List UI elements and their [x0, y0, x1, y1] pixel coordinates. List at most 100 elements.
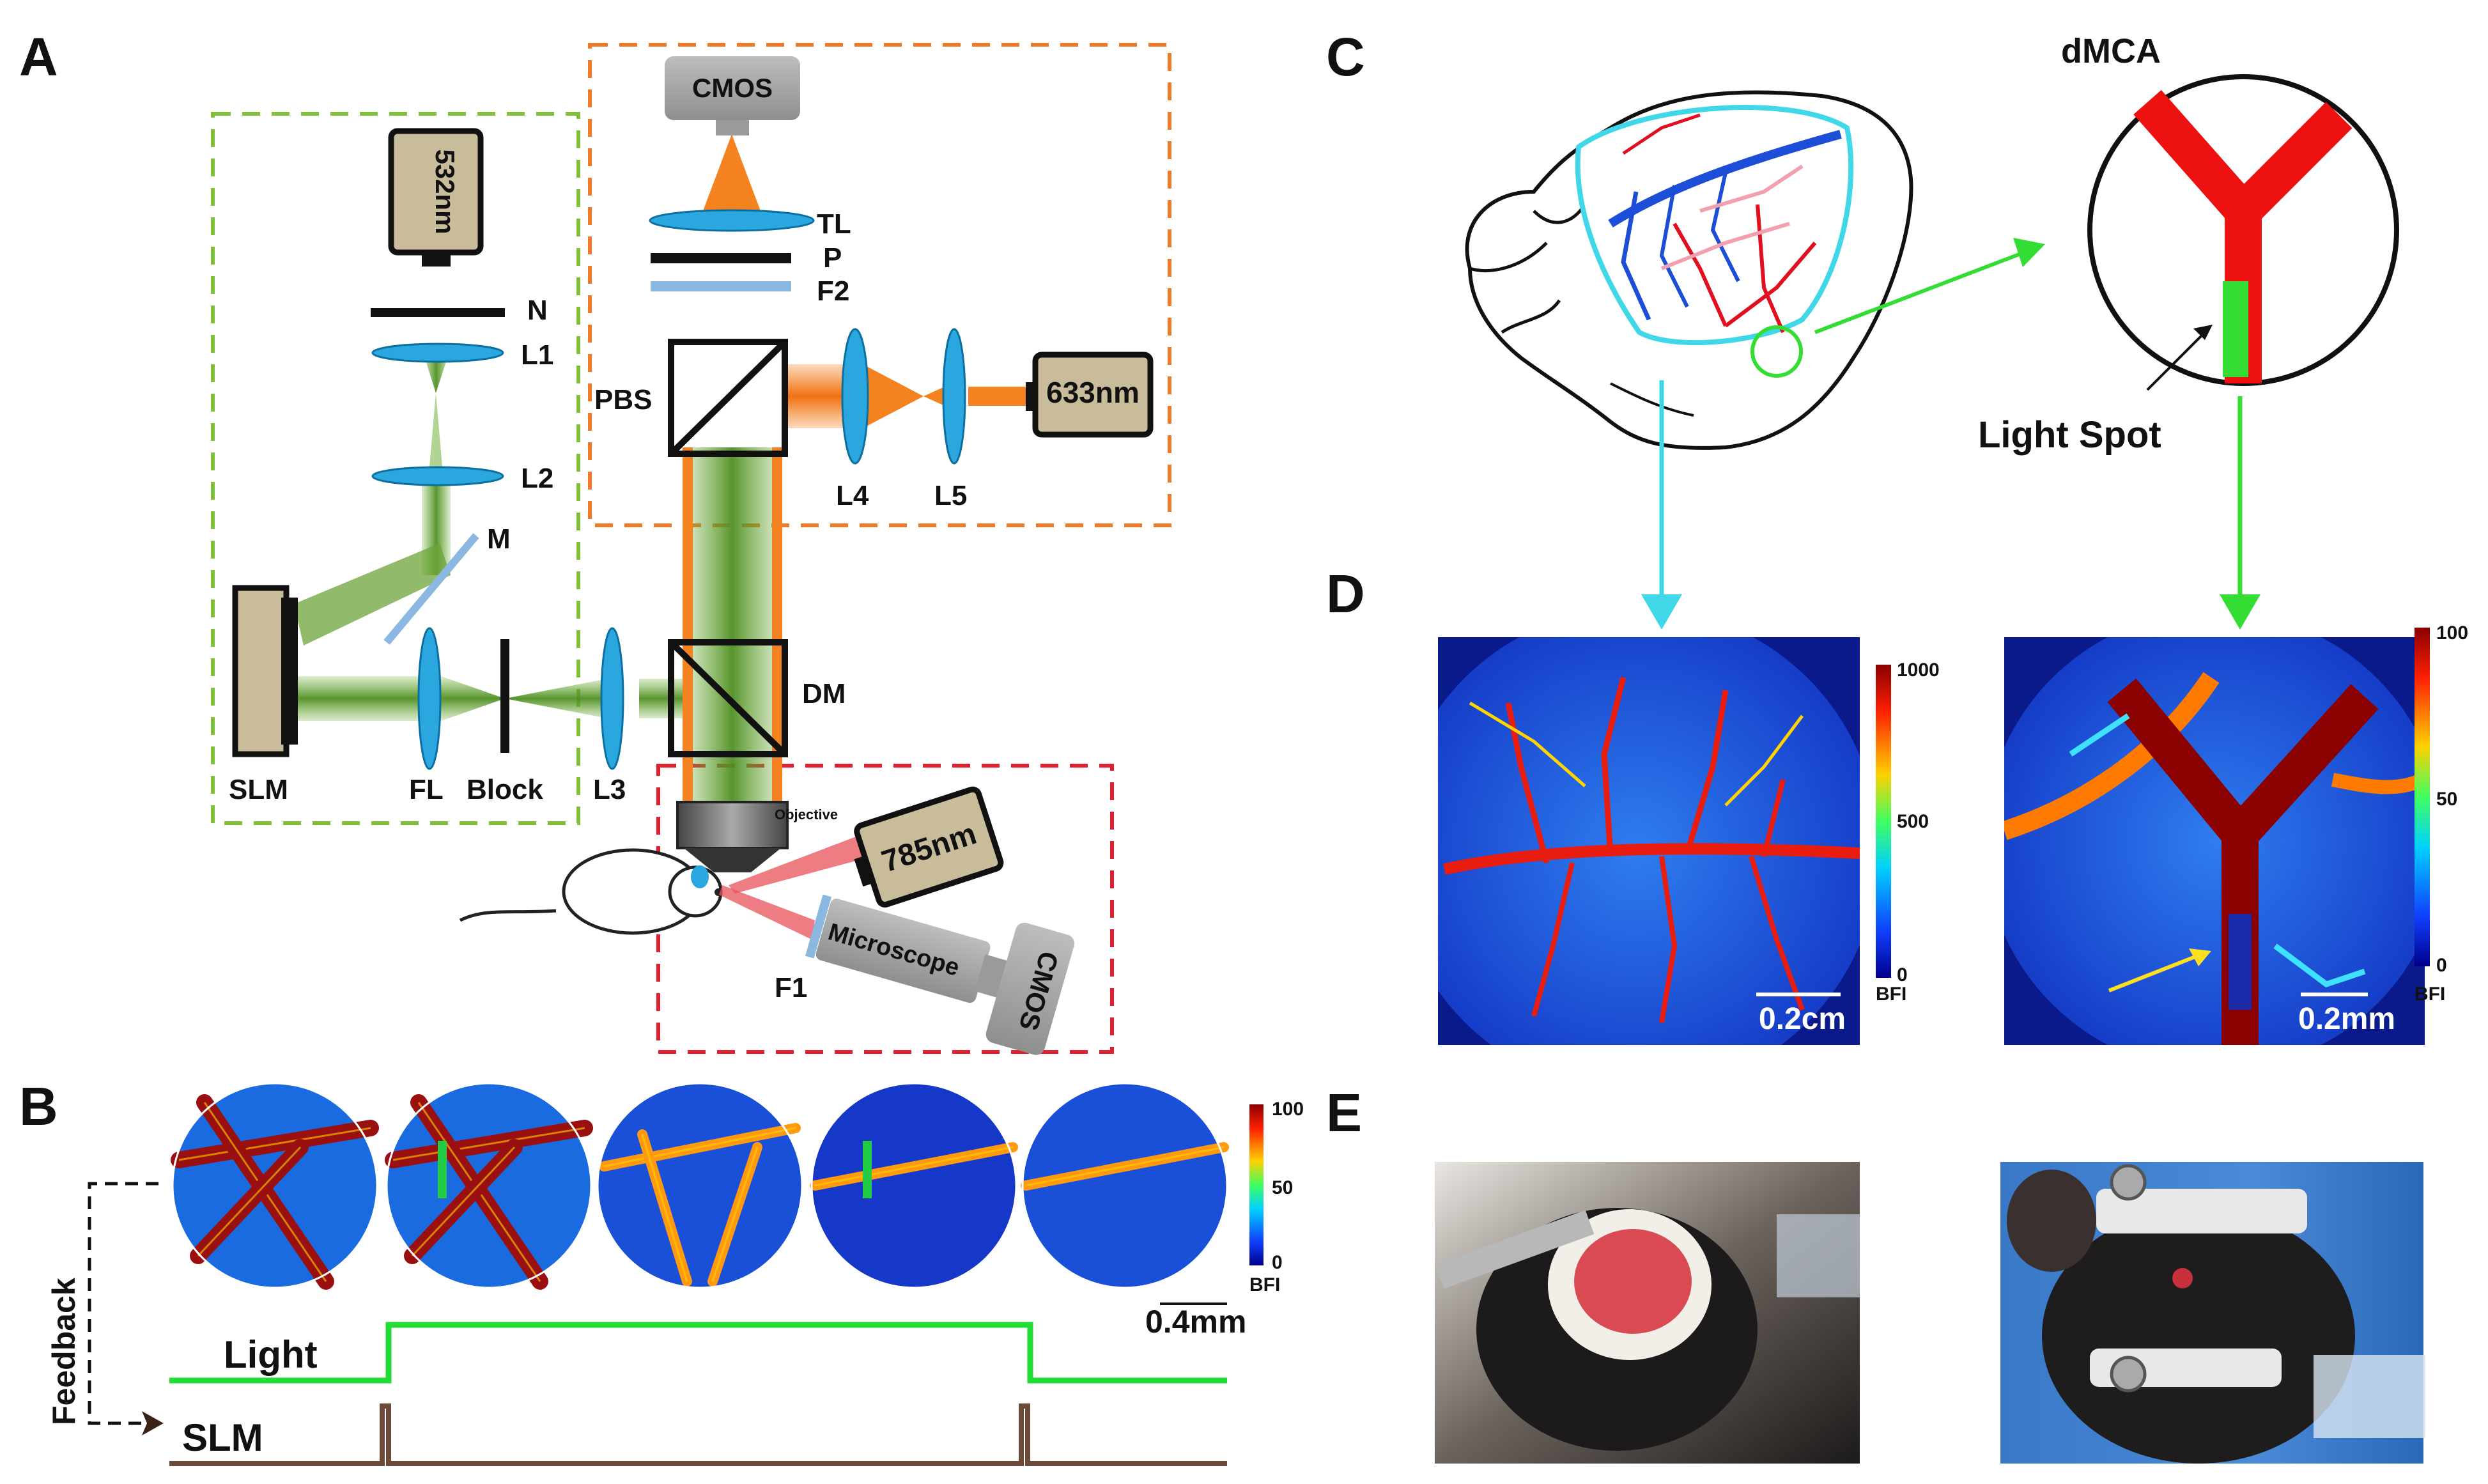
filter-f2: [651, 281, 791, 291]
flow-frame-1: [171, 1082, 379, 1290]
dmca-zoom-circle: [2087, 74, 2399, 386]
scale-bar-d-right-label: 0.2mm: [2298, 1002, 2395, 1036]
colorbar-d-left-mid: 500: [1897, 811, 1929, 832]
label-l5: L5: [934, 480, 967, 511]
dichroic-mirror-dm: [668, 639, 788, 757]
label-tl: TL: [817, 208, 851, 240]
panel-e-label: E: [1326, 1083, 1362, 1143]
colorbar-b-label: BFI: [1249, 1274, 1280, 1295]
label-l2: L2: [521, 463, 553, 494]
filter-n: [371, 308, 505, 317]
light-spot-marker-b: [438, 1141, 447, 1198]
slm-trace-label: SLM: [182, 1416, 263, 1459]
colorbar-d-right-max: 100: [2436, 622, 2468, 644]
flow-frame-2: [385, 1082, 593, 1290]
slm-trace: [169, 1403, 1227, 1466]
colorbar-b: [1249, 1104, 1263, 1265]
label-n: N: [527, 295, 548, 326]
flow-frame-3: [596, 1082, 803, 1289]
beam-block: [500, 639, 509, 753]
label-f2: F2: [817, 275, 849, 307]
lens-l1: [371, 343, 504, 363]
arrowhead-to-d-left: [1641, 594, 1682, 630]
label-p: P: [823, 242, 842, 274]
nir-beam-785: [729, 834, 872, 893]
dmca-title: dMCA: [2061, 32, 2161, 70]
laser-633nm-label: 633nm: [1046, 376, 1140, 409]
colorbar-b-max: 100: [1272, 1099, 1304, 1120]
brain-vasculature-sketch: [1465, 90, 1913, 450]
laser-532nm: 532nm: [388, 128, 484, 267]
scale-bar-b-label: 0.4mm: [1145, 1304, 1246, 1340]
microscope-assembly: Microscope CMOS: [805, 894, 1075, 1055]
light-label: Light: [224, 1333, 318, 1376]
lens-l2: [371, 466, 504, 486]
light-spot-label: Light Spot: [1978, 414, 2161, 456]
label-l1: L1: [521, 339, 553, 371]
tube-lens-tl: [649, 209, 815, 232]
slm-device: [232, 585, 298, 757]
colorbar-d-left-label: BFI: [1876, 984, 1906, 1005]
lens-fl: [417, 627, 442, 770]
panel-b-label: B: [19, 1076, 58, 1136]
yellow-pointer: [2108, 954, 2200, 993]
colorbar-d-right: [2415, 628, 2430, 966]
feedback-loop-arrow: [88, 1182, 164, 1435]
feedback-label: Feedback: [46, 1278, 82, 1425]
light-spot-pointer-head: [2193, 325, 2213, 340]
arrowhead-to-d-right: [2220, 594, 2260, 630]
colorbar-d-left-min: 0: [1897, 964, 1908, 985]
scatter-beam: [719, 885, 815, 939]
zoom-arrow-c: [1814, 247, 2034, 334]
light-spot-marker: [2223, 281, 2248, 377]
flow-image-sequence: [171, 1082, 1229, 1290]
label-l4: L4: [836, 480, 869, 511]
objective-lens: Objective: [676, 801, 838, 872]
photo-cranial-window: [1435, 1162, 1860, 1464]
mirror-m: [383, 533, 479, 645]
cmos-top-label: CMOS: [692, 73, 773, 103]
flow-map-whole-brain: [1438, 637, 1860, 1045]
label-f1: F1: [775, 972, 807, 1003]
lens-l4: [841, 328, 869, 465]
label-l3: L3: [593, 774, 626, 805]
beam-splitter-pbs: [668, 339, 788, 457]
cmos-camera-top: CMOS: [665, 56, 800, 135]
laser-532nm-label: 532nm: [430, 149, 460, 234]
lens-l5: [942, 328, 966, 465]
colorbar-d-right-min: 0: [2436, 955, 2447, 976]
colorbar-d-left: [1876, 665, 1891, 978]
photo-head-fixed-mouse: [2000, 1162, 2425, 1464]
objective-label: Objective: [775, 807, 838, 823]
panel-a-label: A: [19, 27, 58, 87]
filter-f1: [805, 894, 832, 959]
polarizer-p: [651, 253, 791, 263]
light-trace: [169, 1322, 1227, 1384]
yellow-pointer-head: [2189, 948, 2211, 966]
colorbar-b-min: 0: [1272, 1252, 1283, 1273]
laser-785nm: 785nm: [854, 786, 1004, 908]
panel-c-label: C: [1326, 27, 1365, 87]
panel-d-label: D: [1326, 564, 1365, 624]
label-slm: SLM: [229, 774, 288, 805]
laser-633nm: 633nm: [1026, 352, 1154, 438]
zoom-arrowhead-c: [2013, 238, 2045, 267]
flow-frame-5: [1021, 1082, 1229, 1289]
label-block: Block: [467, 774, 543, 805]
green-laser-beam: [291, 348, 780, 805]
green-path-box: [211, 112, 580, 825]
scale-bar-d-left-label: 0.2cm: [1759, 1002, 1846, 1036]
label-fl: FL: [409, 774, 444, 805]
flow-frame-4: [810, 1082, 1018, 1289]
label-dm: DM: [802, 678, 846, 709]
colorbar-b-mid: 50: [1272, 1177, 1293, 1198]
colorbar-d-left-max: 1000: [1897, 660, 1940, 681]
colorbar-d-right-label: BFI: [2415, 984, 2445, 1005]
label-m: M: [487, 523, 511, 555]
flow-map-dmca: [2004, 637, 2425, 1045]
label-pbs: PBS: [594, 384, 652, 415]
light-spot-pointer: [2146, 331, 2206, 391]
mouse-illustration: [459, 848, 723, 935]
lens-l3: [600, 627, 624, 770]
